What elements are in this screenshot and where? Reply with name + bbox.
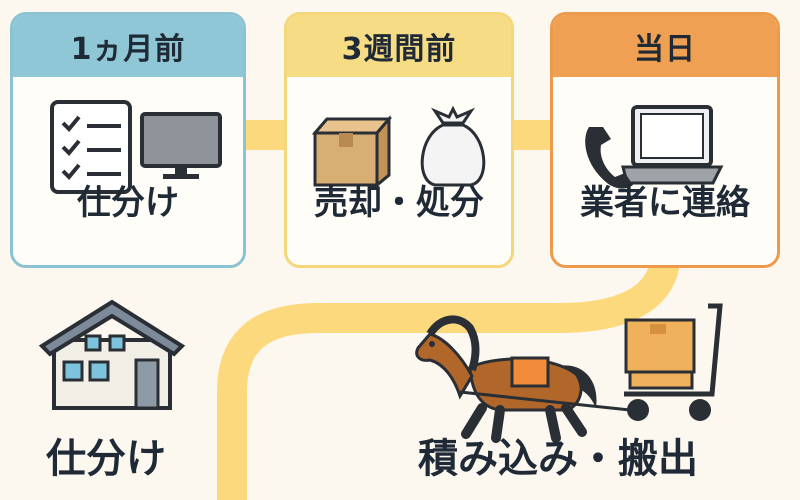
bottom-left-label: 仕分け	[46, 436, 166, 482]
bottom-right-label: 積み込み・搬出	[418, 436, 698, 482]
step-2-label: 売却・処分	[314, 183, 484, 223]
house-icon	[38, 299, 186, 410]
hand-truck-icon	[624, 303, 723, 421]
step-3-label: 業者に連絡	[580, 183, 750, 223]
telephone-icon	[585, 127, 633, 189]
monitor-icon	[140, 112, 222, 179]
laptop-icon	[621, 105, 724, 185]
step-1-label: 仕分け	[77, 183, 179, 223]
step-2-header: 3週間前	[287, 15, 511, 77]
step-card-1: 1ヵ月前 仕分け	[10, 12, 246, 268]
checklist-icon	[50, 100, 132, 194]
step-1-header: 1ヵ月前	[13, 15, 243, 77]
step-card-3: 当日 業者に連絡	[550, 12, 780, 268]
step-3-header: 当日	[553, 15, 777, 77]
trash-bag-icon	[420, 105, 486, 187]
horse-icon	[415, 315, 630, 443]
step-card-2: 3週間前 売却・処分	[284, 12, 514, 268]
cardboard-box-icon	[311, 115, 393, 187]
